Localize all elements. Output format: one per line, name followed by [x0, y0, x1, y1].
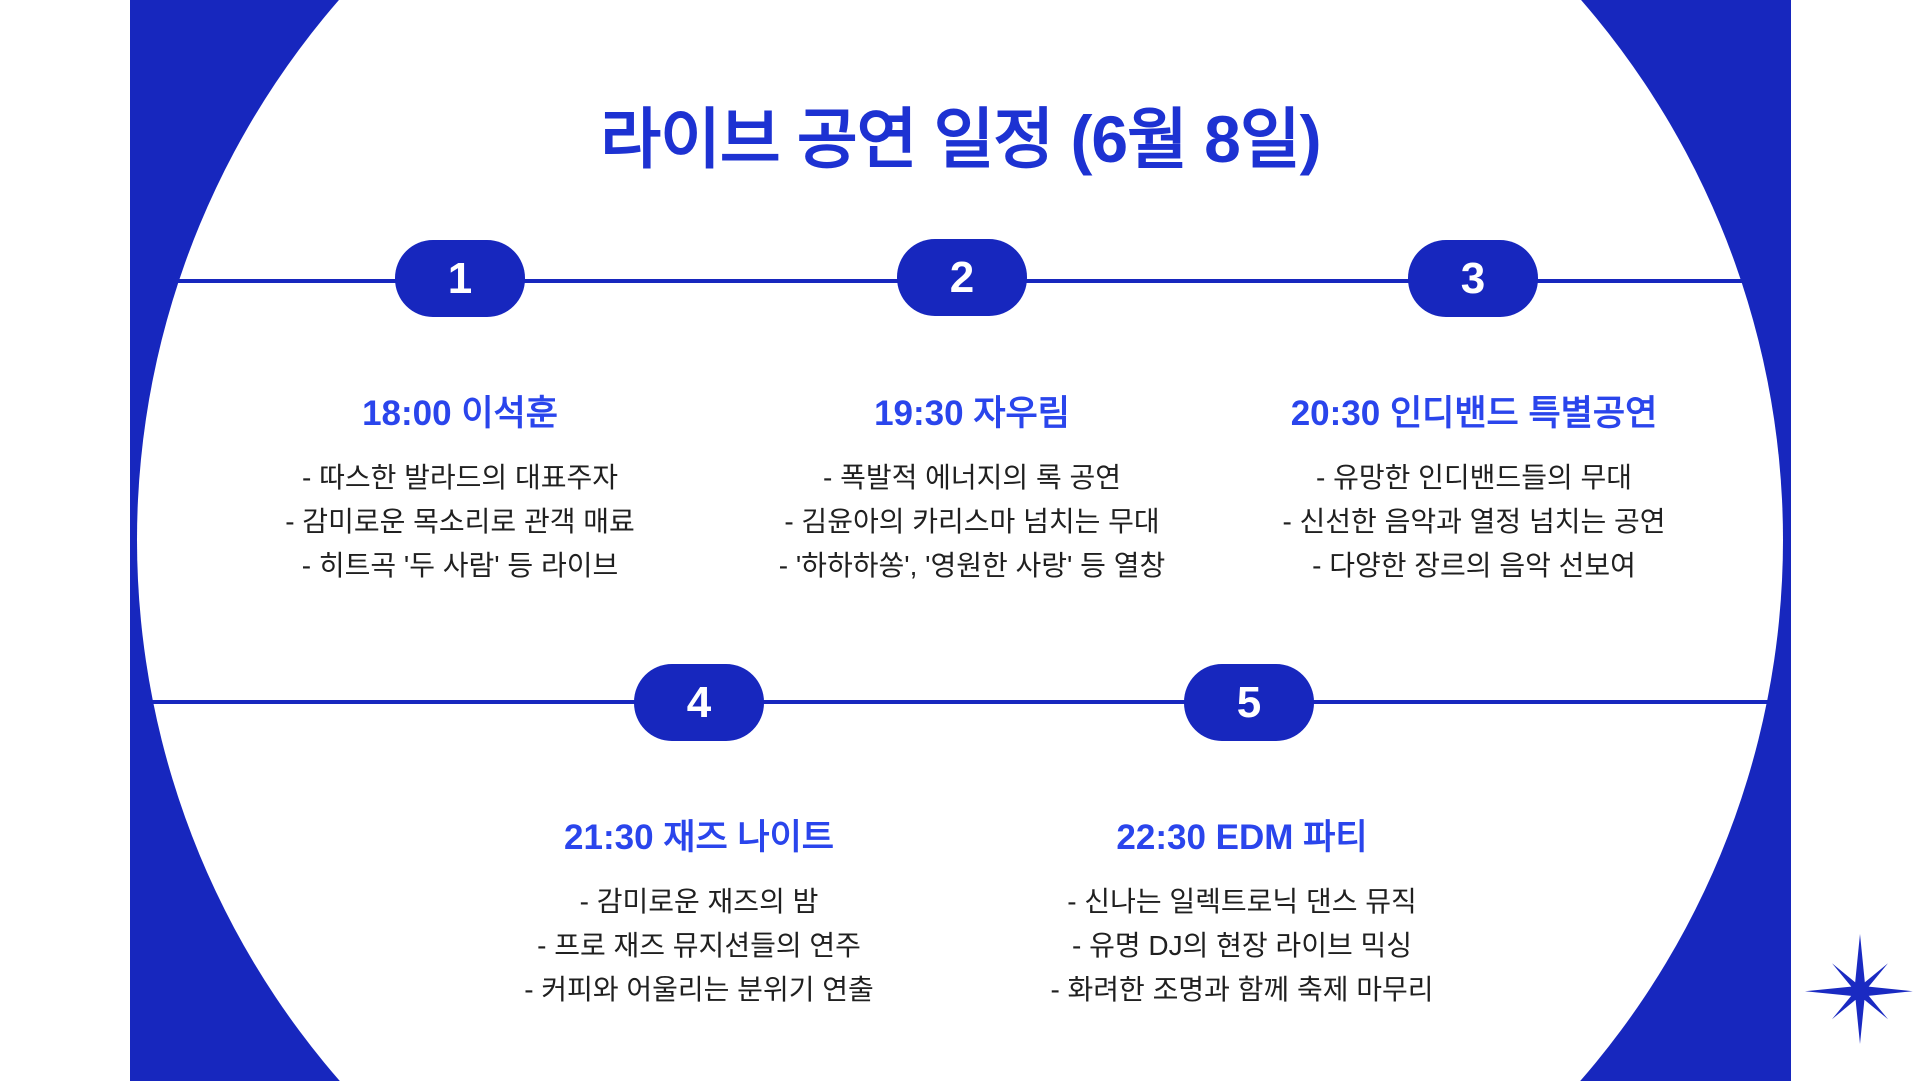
event-bullet: - 커피와 어울리는 분위기 연출: [524, 974, 874, 1005]
white-circle-background: [137, 0, 1783, 1081]
page-title: 라이브 공연 일정 (6월 8일): [600, 102, 1321, 176]
timeline-badge-3: 3: [1408, 240, 1538, 317]
event-bullet: - 히트곡 '두 사람' 등 라이브: [301, 550, 619, 581]
event-bullet: - '하하하쏭', '영원한 사랑' 등 열창: [778, 550, 1166, 581]
event-bullet: - 따스한 발라드의 대표주자: [301, 462, 619, 493]
event-bullet: - 김윤아의 카리스마 넘치는 무대: [784, 506, 1160, 537]
badge-number: 5: [1236, 677, 1262, 727]
event-bullets: - 감미로운 재즈의 밤 - 프로 재즈 뮤지션들의 연주 - 커피와 어울리는…: [469, 880, 929, 1012]
timeline-badge-2: 2: [897, 239, 1027, 316]
event-bullet: - 다양한 장르의 음악 선보여: [1312, 550, 1636, 581]
badge-number: 3: [1460, 253, 1486, 303]
event-column-4: 21:30 재즈 나이트 - 감미로운 재즈의 밤 - 프로 재즈 뮤지션들의 …: [469, 816, 929, 1012]
event-bullet: - 프로 재즈 뮤지션들의 연주: [537, 930, 861, 961]
event-heading: 22:30 EDM 파티: [1116, 818, 1368, 857]
sparkle-star-icon: [1805, 934, 1913, 1044]
badge-number: 4: [686, 677, 712, 727]
event-bullet: - 유명 DJ의 현장 라이브 믹싱: [1071, 930, 1413, 961]
timeline-row2-line: [130, 700, 1791, 704]
event-heading: 21:30 재즈 나이트: [564, 818, 834, 857]
event-bullets: - 유망한 인디밴드들의 무대 - 신선한 음악과 열정 넘치는 공연 - 다양…: [1244, 456, 1704, 588]
event-bullet: - 감미로운 목소리로 관객 매료: [285, 506, 635, 537]
badge-number: 1: [447, 253, 473, 303]
event-column-1: 18:00 이석훈 - 따스한 발라드의 대표주자 - 감미로운 목소리로 관객…: [230, 392, 690, 588]
event-column-2: 19:30 자우림 - 폭발적 에너지의 록 공연 - 김윤아의 카리스마 넘치…: [742, 392, 1202, 588]
event-column-3: 20:30 인디밴드 특별공연 - 유망한 인디밴드들의 무대 - 신선한 음악…: [1244, 392, 1704, 588]
event-bullet: - 감미로운 재즈의 밤: [579, 886, 819, 917]
event-bullets: - 신나는 일렉트로닉 댄스 뮤직 - 유명 DJ의 현장 라이브 믹싱 - 화…: [1012, 880, 1472, 1012]
timeline-badge-1: 1: [395, 240, 525, 317]
event-bullet: - 폭발적 에너지의 록 공연: [822, 462, 1122, 493]
event-bullet: - 화려한 조명과 함께 축제 마무리: [1050, 974, 1434, 1005]
event-bullets: - 폭발적 에너지의 록 공연 - 김윤아의 카리스마 넘치는 무대 - '하하…: [742, 456, 1202, 588]
event-bullets: - 따스한 발라드의 대표주자 - 감미로운 목소리로 관객 매료 - 히트곡 …: [230, 456, 690, 588]
event-bullet: - 신선한 음악과 열정 넘치는 공연: [1282, 506, 1666, 537]
timeline-badge-5: 5: [1184, 664, 1314, 741]
timeline-badge-4: 4: [634, 664, 764, 741]
event-heading: 20:30 인디밴드 특별공연: [1290, 394, 1658, 433]
event-bullet: - 유망한 인디밴드들의 무대: [1315, 462, 1633, 493]
event-bullet: - 신나는 일렉트로닉 댄스 뮤직: [1067, 886, 1417, 917]
event-heading: 18:00 이석훈: [362, 394, 558, 433]
event-heading: 19:30 자우림: [874, 394, 1070, 433]
event-column-5: 22:30 EDM 파티 - 신나는 일렉트로닉 댄스 뮤직 - 유명 DJ의 …: [1012, 816, 1472, 1012]
badge-number: 2: [949, 252, 975, 302]
